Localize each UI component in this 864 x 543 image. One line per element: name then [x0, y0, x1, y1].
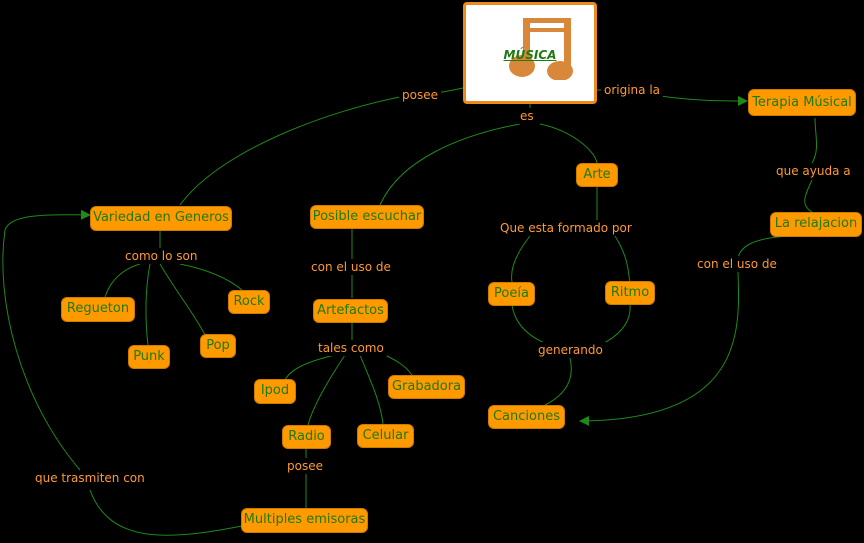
link-terapia-ayuda: [811, 117, 817, 164]
label-que-trasmiten: que trasmiten con: [32, 470, 148, 486]
node-celular[interactable]: Celular: [357, 424, 414, 448]
link-como-rock: [179, 263, 243, 291]
link-como-punk: [145, 263, 151, 346]
node-radio[interactable]: Radio: [282, 425, 331, 449]
node-poeia[interactable]: Poeía: [488, 282, 535, 306]
label-posee-radio: posee: [284, 458, 326, 474]
label-que-ayuda: que ayuda a: [773, 163, 854, 179]
label-tales-como: tales como: [315, 340, 387, 356]
label-es: es: [517, 108, 537, 124]
link-origina-terapia: [659, 95, 748, 106]
link-tales-ipod: [284, 354, 336, 381]
link-generando-canciones: [544, 357, 572, 406]
node-pop[interactable]: Pop: [200, 334, 236, 358]
link-como-pop: [159, 263, 206, 336]
label-con-uso-2: con el uso de: [694, 256, 780, 272]
node-regueton[interactable]: Regueton: [61, 297, 135, 322]
music-note-icon: [509, 18, 573, 80]
root-title: MÚSICA: [503, 48, 557, 62]
link-es-posible: [379, 123, 521, 206]
link-tales-celular: [359, 354, 384, 425]
node-ipod[interactable]: Ipod: [254, 379, 296, 404]
link-es-arte: [539, 123, 598, 164]
link-relajacion-uso: [737, 235, 791, 259]
node-punk[interactable]: Punk: [128, 345, 170, 369]
node-relajacion[interactable]: La relajacion: [770, 212, 862, 237]
link-posee-variedad: [179, 95, 406, 206]
link-como-regueton: [104, 263, 141, 298]
node-terapia[interactable]: Terapia Músical: [748, 89, 856, 116]
label-generando: generando: [535, 342, 606, 358]
label-con-uso-1: con el uso de: [308, 259, 394, 275]
link-ayuda-relajacion: [804, 179, 813, 213]
link-que-ritmo: [614, 235, 631, 283]
node-variedad[interactable]: Variedad en Generos: [90, 206, 232, 231]
link-ritmo-generando: [599, 303, 631, 346]
link-tales-grabadora: [384, 354, 413, 376]
link-uso-canciones: [579, 271, 740, 426]
node-posible[interactable]: Posible escuchar: [310, 205, 424, 229]
link-multiples-trasmiten: [89, 489, 243, 536]
node-artefactos[interactable]: Artefactos: [313, 299, 388, 323]
node-rock[interactable]: Rock: [228, 290, 270, 314]
label-origina: origina la: [601, 82, 664, 98]
root-node-musica[interactable]: MÚSICA: [463, 2, 597, 104]
node-ritmo[interactable]: Ritmo: [605, 281, 655, 305]
link-tales-radio: [307, 354, 346, 426]
node-grabadora[interactable]: Grabadora: [388, 375, 465, 399]
link-poeia-generando: [511, 304, 551, 346]
label-que-esta: Que esta formado por: [497, 220, 635, 236]
node-canciones[interactable]: Canciones: [488, 405, 565, 429]
node-arte[interactable]: Arte: [576, 163, 618, 187]
link-trasmiten-variedad: [2, 209, 91, 471]
link-que-poeia: [511, 235, 531, 283]
label-como-lo-son: como lo son: [122, 248, 201, 264]
node-multiples[interactable]: Multiples emisoras: [241, 508, 368, 533]
label-posee-top: posee: [399, 87, 441, 103]
